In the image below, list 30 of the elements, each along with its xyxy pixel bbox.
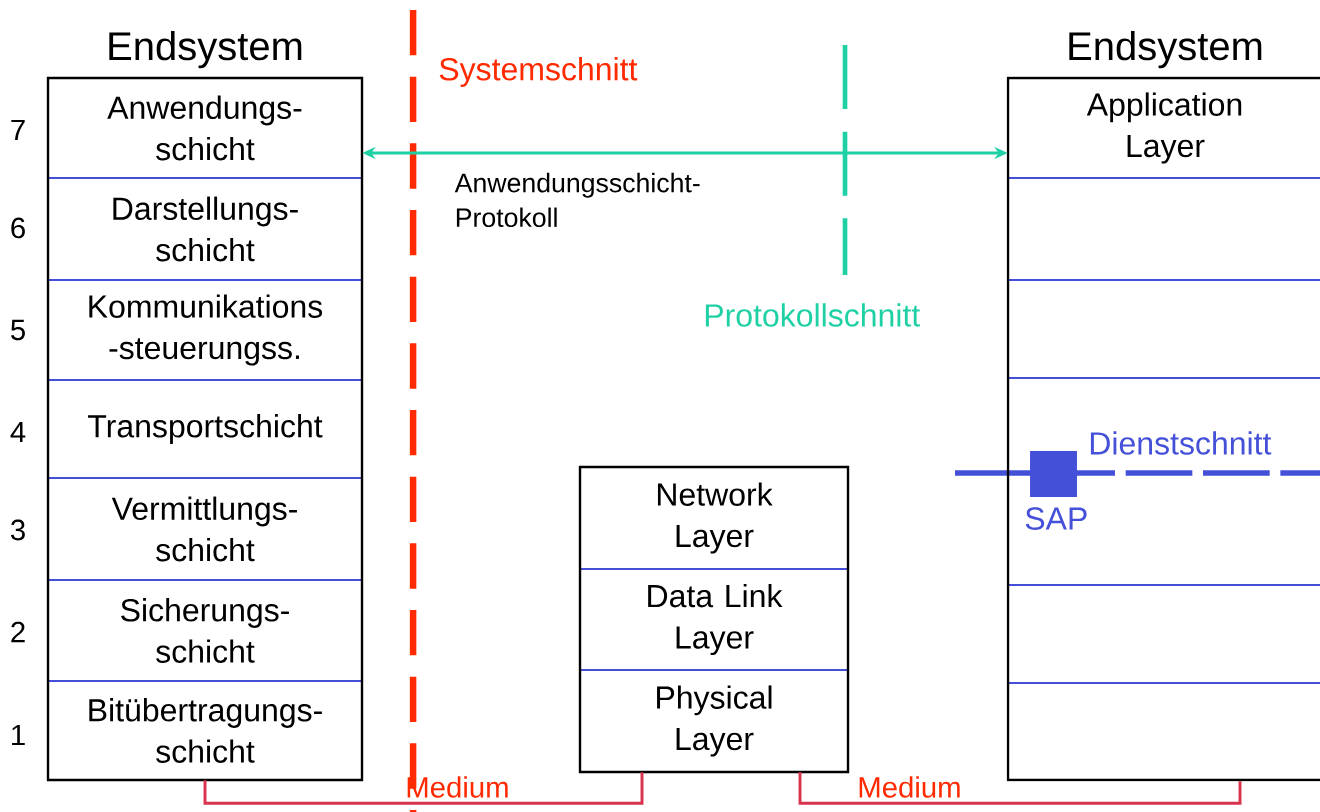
layer-cell: Application Layer	[1086, 92, 1242, 164]
stack-box	[578, 465, 850, 774]
layer-number: 6	[11, 217, 25, 239]
layer-number: 2	[11, 621, 25, 643]
layer-number: 3	[10, 519, 25, 541]
layer-number: 4	[10, 421, 26, 443]
cut-label: Systemschnitt	[439, 57, 638, 87]
connector	[798, 772, 1242, 805]
connector	[203, 772, 644, 805]
cut-label: Dienstschnitt	[1090, 431, 1272, 455]
layer-cell: Sicherungs- schicht	[121, 598, 289, 663]
layer-cell: Kommunikations -steuerungss.	[89, 294, 323, 366]
access-point-label: SAP	[1025, 507, 1087, 530]
cut-label: Medium	[407, 776, 508, 798]
cut-label: Medium	[859, 776, 960, 798]
layer-number: 7	[11, 119, 25, 141]
layer-number: 5	[11, 319, 25, 341]
cut-label: Protokollschnitt	[705, 303, 920, 327]
layer-cell: Physical Layer	[657, 685, 772, 757]
layer-cell: Anwendungs- schicht	[107, 95, 302, 161]
stack-heading: Endsystem	[1069, 31, 1262, 69]
stack-heading: Endsystem	[109, 31, 302, 69]
layer-cell: Bitübertragungs- schicht	[89, 698, 322, 763]
layer-number: 1	[12, 724, 25, 746]
layer-cell: Vermittlungs- schicht	[111, 496, 297, 562]
layer-cell: Transportschicht	[88, 414, 323, 444]
layer-cell: Darstellungs- schicht	[113, 196, 298, 262]
edge-label: Anwendungsschicht-Protokoll	[454, 172, 700, 228]
layer-cell: Network Layer	[657, 482, 773, 554]
layer-cell: Data Link Layer	[648, 583, 783, 656]
